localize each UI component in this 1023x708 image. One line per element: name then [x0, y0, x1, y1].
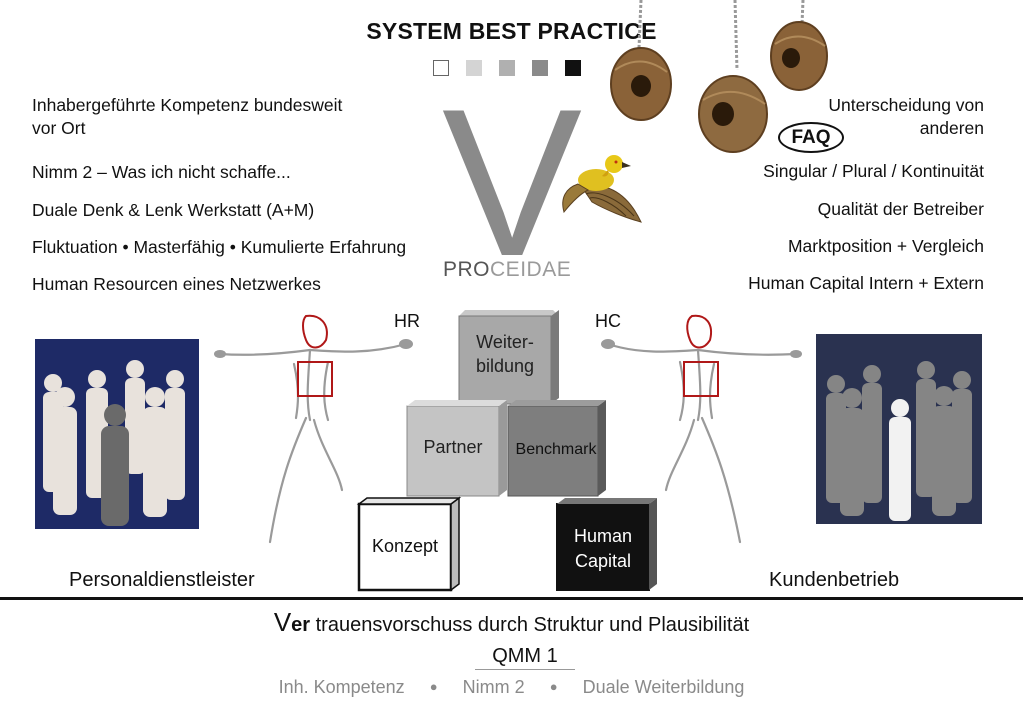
logo-proceidae: PROCEIDAE: [443, 258, 572, 281]
cube-konzept: Konzept: [371, 536, 439, 556]
left-item-3: Duale Denk & Lenk Werkstatt (A+M): [32, 200, 315, 220]
bullet-separator: ●: [549, 679, 558, 694]
footer-divider: [0, 597, 1023, 600]
people-figurines-photo-left: [35, 339, 199, 529]
grayscale-squares: [433, 60, 581, 76]
cube-human-capital: Human Capital: [573, 526, 633, 571]
cube-partner: Partner: [423, 437, 483, 457]
label-hr: HR: [394, 311, 420, 331]
page-title: SYSTEM BEST PRACTICE: [366, 18, 657, 44]
left-item-4: Fluktuation • Masterfähig • Kumulierte E…: [32, 237, 407, 257]
left-item-5: Human Resourcen eines Netzwerkes: [32, 274, 321, 294]
square-black: [565, 60, 581, 76]
faq-button[interactable]: FAQ: [778, 122, 844, 153]
footer-item-inh-kompetenz[interactable]: Inh. Kompetenz: [278, 677, 405, 697]
caption-personaldienstleister: Personaldienstleister: [69, 569, 255, 591]
right-item-4: Marktposition + Vergleich: [787, 236, 984, 256]
footer-item-duale-weiterbildung[interactable]: Duale Weiterbildung: [582, 677, 745, 697]
stick-figure-hr-icon: [214, 314, 413, 544]
left-item-2: Nimm 2 – Was ich nicht schaffe...: [32, 162, 291, 182]
label-hc: HC: [595, 311, 621, 331]
left-item-1: Inhabergeführte Kompetenz bundesweit vor…: [32, 95, 343, 138]
cube-weiterbildung: Weiter- bildung: [475, 332, 535, 376]
bullet-separator: ●: [429, 679, 438, 694]
hanging-nests-icon: [610, 0, 828, 153]
logo-letter-v: V: [442, 65, 583, 300]
cube-benchmark: Benchmark: [515, 441, 597, 458]
square-darkgray: [532, 60, 548, 76]
right-item-1: Unterscheidung von anderen: [828, 95, 984, 138]
right-item-5: Human Capital Intern + Extern: [748, 273, 984, 293]
people-figurines-photo-right: [816, 334, 982, 524]
right-item-3: Qualität der Betreiber: [817, 199, 984, 219]
caption-kundenbetrieb: Kundenbetrieb: [769, 569, 900, 591]
tagline: Ver trauensvorschuss durch Struktur und …: [273, 607, 750, 637]
square-white: [433, 60, 449, 76]
footer-item-nimm-2[interactable]: Nimm 2: [462, 677, 525, 697]
right-item-2: Singular / Plural / Kontinuität: [763, 161, 984, 181]
qmm-label: QMM 1: [475, 645, 575, 670]
cube-pyramid-graphic: [356, 310, 657, 592]
square-gray: [499, 60, 515, 76]
weaver-bird-icon: [562, 155, 642, 223]
stick-figure-hc-icon: [601, 314, 802, 544]
footer-links: Inh. Kompetenz ● Nimm 2 ● Duale Weiterbildun…: [0, 677, 1023, 698]
square-lightgray: [466, 60, 482, 76]
